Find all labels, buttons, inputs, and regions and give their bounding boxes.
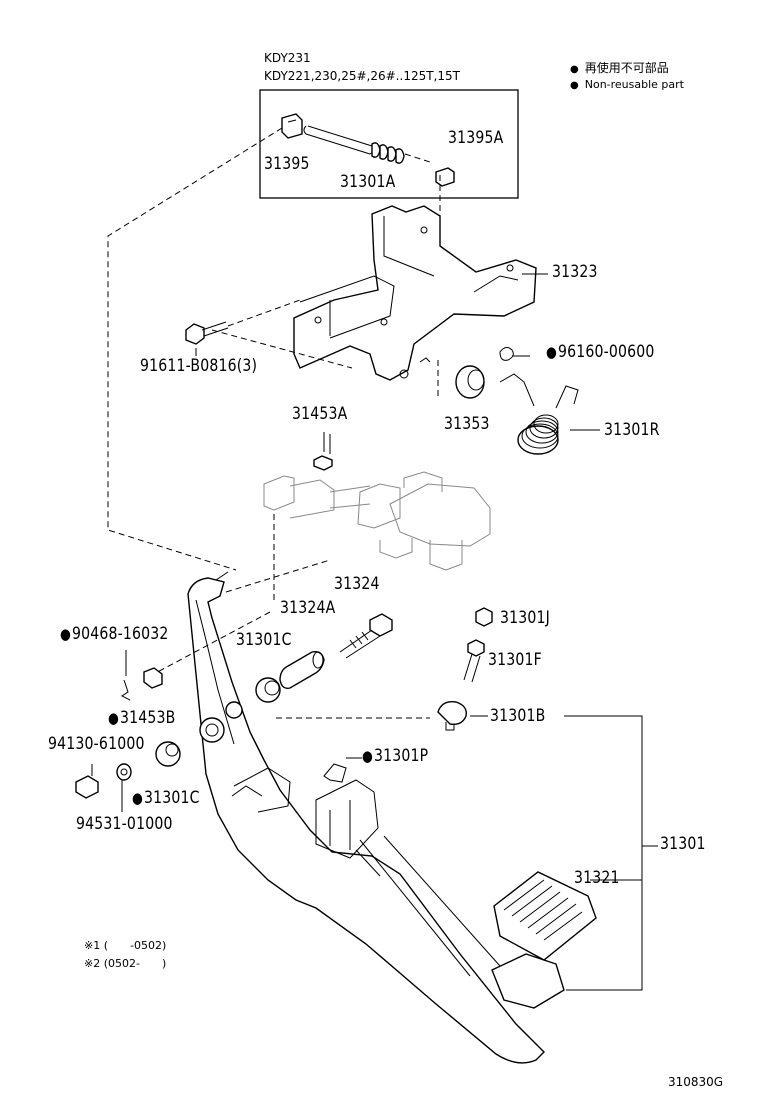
bushing-94130-shape (75, 775, 99, 799)
master-cylinder-ghost (263, 471, 491, 571)
part-90468-16032[interactable]: 90468-16032 (60, 626, 169, 643)
footnote-1: ※1 ( -0502) (84, 939, 167, 952)
part-96160-00600[interactable]: 96160-00600 (546, 344, 655, 361)
part-31321[interactable]: 31321 (574, 868, 620, 888)
part-31324[interactable]: 31324 (334, 574, 380, 594)
bushing-31353-shape (455, 365, 485, 399)
pedal-base-shape (491, 953, 565, 1009)
bracket-31323-shape (293, 205, 537, 381)
bushing-31301C-upper-shape (255, 677, 281, 703)
bolt-31324-shape (339, 613, 393, 659)
rod-31301A-shape (303, 125, 431, 164)
guide-line-left (107, 127, 283, 571)
part-31453B[interactable]: 31453B (108, 710, 175, 727)
part-31301P[interactable]: 31301P (362, 748, 428, 765)
clip-90468-shape (121, 650, 131, 701)
part-31301C-upper[interactable]: 31301C (236, 630, 292, 650)
figure-id: 310830G (668, 1075, 724, 1089)
legend-non-reusable-jp: 再使用不可部品 (570, 62, 669, 75)
stopper-31301B-shape (437, 701, 467, 731)
part-31301F[interactable]: 31301F (488, 650, 542, 670)
bushing-31395A-shape (435, 167, 455, 187)
washer-94531-shape (116, 763, 132, 781)
pedal-pad-31321-shape (493, 871, 597, 961)
bracket-31301 (564, 715, 643, 991)
clip-96160-shape (499, 346, 514, 361)
model-code-line-1: KDY231 (264, 51, 311, 65)
nut-31301J-shape (475, 607, 493, 627)
part-31453A[interactable]: 31453A (292, 404, 348, 424)
clip-31301P-shape (323, 763, 347, 783)
pin-31453B-shape (143, 667, 163, 689)
part-31395A[interactable]: 31395A (448, 128, 504, 148)
part-31301A[interactable]: 31301A (340, 172, 396, 192)
part-31353[interactable]: 31353 (444, 414, 490, 434)
part-31301J[interactable]: 31301J (500, 608, 551, 628)
part-91611-B0816[interactable]: 91611-B0816(3) (140, 356, 258, 376)
bushing-31301C-lower-shape (155, 741, 181, 767)
part-31301B[interactable]: 31301B (490, 706, 546, 726)
part-31301R[interactable]: 31301R (604, 420, 660, 440)
bolt-31301F-shape (463, 639, 485, 683)
brake-pedal-31301-shape (187, 571, 545, 1064)
part-31395[interactable]: 31395 (264, 154, 310, 174)
bolt-91611-shape (185, 299, 301, 345)
model-code-line-2: KDY221,230,25#,26#..125T,15T (264, 69, 460, 83)
part-31323[interactable]: 31323 (552, 262, 598, 282)
part-94130-61000[interactable]: 94130-61000 (48, 734, 145, 754)
spring-31301R-shape (499, 373, 579, 455)
footnote-2: ※2 (0502- ) (84, 957, 167, 970)
pin-31453A-shape (313, 432, 333, 471)
bushing-31395-shape (281, 113, 303, 139)
part-31301[interactable]: 31301 (660, 834, 706, 854)
part-31324A[interactable]: 31324A (280, 598, 336, 618)
part-94531-01000[interactable]: 94531-01000 (76, 814, 173, 834)
legend-non-reusable-en: Non-reusable part (570, 79, 684, 91)
upper-detail-frame (259, 89, 519, 199)
part-31301C-lower[interactable]: 31301C (132, 790, 200, 807)
collar-31324A-shape (279, 650, 325, 690)
